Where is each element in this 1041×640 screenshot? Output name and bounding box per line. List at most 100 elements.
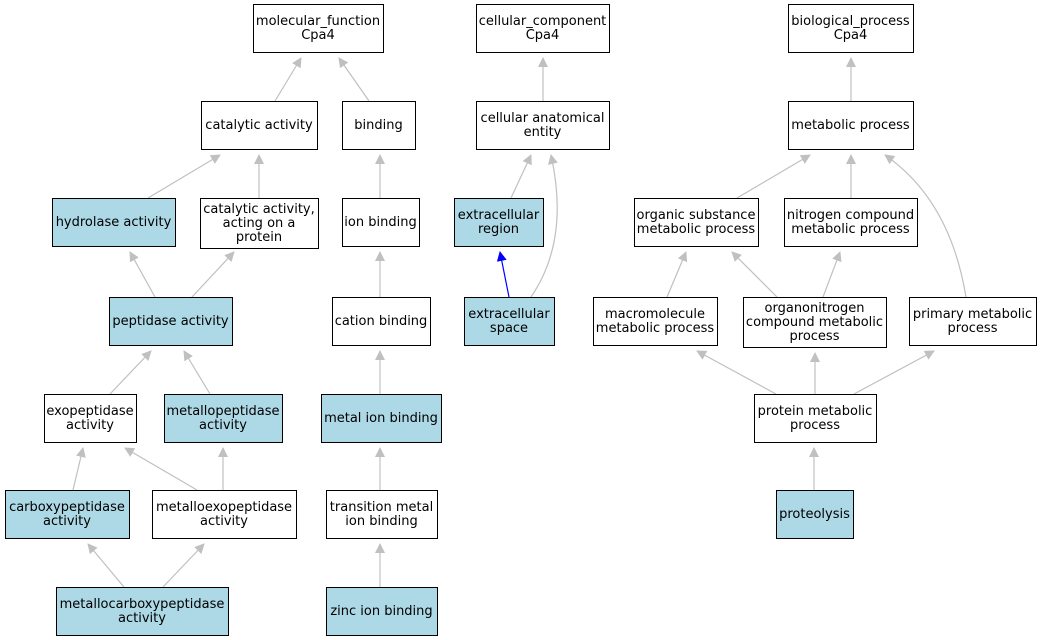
node-label-line: process	[790, 329, 840, 344]
nodes-layer: molecular_functionCpa4cellular_component…	[5, 4, 1037, 636]
node-box	[253, 4, 384, 53]
node-box	[321, 394, 442, 443]
node-proteolysis[interactable]: proteolysis	[776, 490, 854, 539]
node-label-line: metabolic process	[637, 222, 756, 237]
node-binding[interactable]: binding	[342, 101, 416, 150]
node-box	[909, 297, 1037, 346]
node-label-line: metallopeptidase	[166, 404, 279, 419]
node-label-line: activity	[199, 418, 247, 433]
node-label-line: catalytic activity,	[203, 202, 315, 217]
node-label-line: entity	[524, 125, 562, 140]
node-label-line: extracellular	[458, 208, 540, 223]
edge-exspace-to-exregion	[496, 251, 510, 298]
node-label-line: binding	[354, 118, 402, 133]
node-label-line: transition metal	[330, 500, 433, 515]
node-label-line: primary metabolic	[913, 307, 1032, 322]
node-label-line: proteolysis	[779, 507, 850, 522]
node-box	[332, 297, 431, 346]
node-box	[754, 394, 877, 443]
node-box	[788, 4, 914, 53]
edge-organic-to-metabolic	[736, 154, 811, 199]
edge-peptidase-to-hydrolase	[129, 251, 156, 298]
edge-organonitro-to-nitrogen	[822, 251, 842, 298]
node-box	[784, 198, 918, 247]
edge-primary-to-metabolic	[884, 154, 967, 298]
node-label-line: metal ion binding	[324, 411, 438, 426]
node-label-line: ion binding	[345, 514, 417, 529]
edge-peptidase-to-catprot	[191, 251, 235, 298]
node-label-line: biological_process	[791, 14, 910, 29]
node-label-line: metalloexopeptidase	[156, 500, 292, 515]
node-peptidase[interactable]: peptidase activity	[109, 297, 233, 346]
node-label-line: cellular anatomical	[481, 111, 605, 126]
node-box	[326, 587, 438, 636]
node-label-line: process	[790, 418, 840, 433]
node-label-line: nitrogen compound	[787, 208, 914, 223]
node-label-line: cellular_component	[479, 14, 607, 29]
node-box	[326, 490, 438, 539]
node-label-line: protein metabolic	[758, 404, 873, 419]
node-label-line: extracellular	[468, 307, 550, 322]
edge-exopep-to-peptidase	[109, 350, 152, 395]
edge-metallocarboxy-to-carboxy	[87, 543, 125, 588]
node-box	[5, 490, 130, 539]
node-box	[342, 198, 420, 247]
node-label-line: Cpa4	[301, 28, 335, 43]
node-box	[743, 297, 887, 348]
node-cation[interactable]: cation binding	[332, 297, 431, 346]
node-hydrolase[interactable]: hydrolase activity	[52, 198, 176, 247]
node-label-line: region	[478, 222, 519, 237]
node-label-line: cation binding	[335, 314, 428, 329]
node-catalytic[interactable]: catalytic activity	[201, 101, 318, 150]
edges-layer	[72, 57, 967, 588]
node-label-line: ion binding	[344, 215, 416, 230]
node-label-line: compound metabolic	[746, 315, 883, 330]
node-metalion[interactable]: metal ion binding	[321, 394, 442, 443]
node-label-line: organic substance	[637, 208, 756, 223]
node-box	[164, 394, 283, 443]
node-metabolic[interactable]: metabolic process	[788, 101, 914, 150]
node-label-line: metallocarboxypeptidase	[60, 597, 225, 612]
node-label-line: process	[948, 321, 998, 336]
edge-catalytic-to-mf	[274, 57, 302, 102]
edge-carboxy-to-exopep	[72, 447, 86, 491]
node-label-line: organonitrogen	[765, 301, 865, 316]
node-box	[634, 198, 759, 247]
node-ionbinding[interactable]: ion binding	[342, 198, 420, 247]
node-box	[342, 101, 416, 150]
node-box	[109, 297, 233, 346]
node-label-line: peptidase activity	[112, 314, 229, 329]
node-box	[454, 198, 544, 247]
node-label-line: activity	[118, 611, 166, 626]
node-label-line: Cpa4	[834, 28, 868, 43]
edge-exregion-to-cae	[510, 154, 532, 199]
node-label-line: molecular_function	[256, 14, 380, 29]
node-box	[52, 198, 176, 247]
edge-metalloexo-to-exopep	[124, 447, 198, 491]
node-zinc[interactable]: zinc ion binding	[326, 587, 438, 636]
node-box	[56, 587, 229, 636]
edge-protmeta-to-macro	[696, 350, 777, 395]
node-label-line: hydrolase activity	[56, 215, 172, 230]
node-label-line: Cpa4	[526, 28, 560, 43]
node-box	[152, 490, 297, 539]
